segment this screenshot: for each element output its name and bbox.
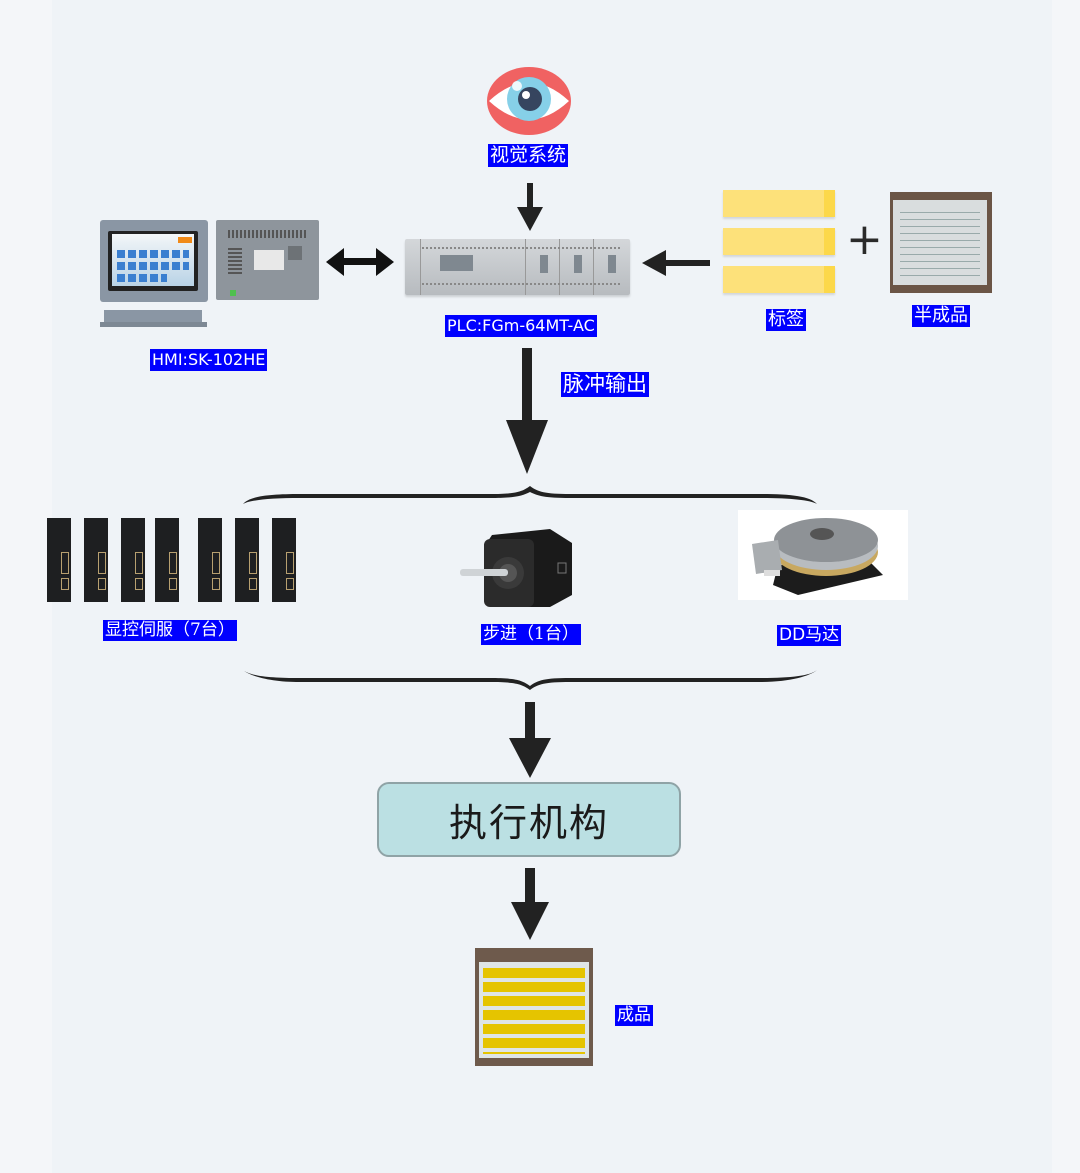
hmi-touchscreen-icon: [100, 220, 208, 302]
servo-drive-icon: [121, 518, 145, 602]
servo-drive-icon: [272, 518, 296, 602]
servo-drive-icon: [84, 518, 108, 602]
product-label: 成品: [615, 1005, 653, 1026]
actuator-label: 执行机构: [448, 801, 609, 845]
bottom-brace: [243, 670, 817, 690]
eye-icon: [487, 67, 571, 135]
servo-drive-icon: [47, 518, 71, 602]
bidirectional-arrow-hmi-plc: [326, 248, 394, 276]
servo-label: 显控伺服（7台）: [103, 620, 237, 641]
plus-icon: +: [846, 214, 883, 265]
arrow-labels-to-plc: [642, 250, 710, 276]
arrow-actuator-to-product: [511, 868, 549, 940]
label-stack-icon: [723, 190, 835, 295]
servo-drive-icon: [198, 518, 222, 602]
plc-label: PLC:FGm-64MT-AC: [445, 315, 597, 337]
labels-label: 标签: [766, 309, 806, 331]
stepper-label: 步进（1台）: [481, 624, 581, 645]
semi-finished-board-icon: [890, 192, 992, 293]
dd-motor-icon: [738, 510, 908, 600]
arrow-vision-to-plc: [517, 183, 543, 231]
servo-drive-icon: [235, 518, 259, 602]
vision-system-label: 视觉系统: [488, 144, 569, 167]
hmi-side-view-icon: [100, 310, 207, 328]
arrow-plc-to-drives: [506, 348, 548, 474]
servo-drive-group: [47, 518, 297, 608]
top-brace: [243, 486, 817, 504]
dd-motor-label: DD马达: [777, 625, 842, 646]
semi-product-label: 半成品: [912, 305, 970, 327]
servo-drive-icon: [155, 518, 179, 602]
stepper-motor-icon: [460, 529, 572, 607]
pulse-output-label: 脉冲输出: [561, 372, 649, 397]
arrow-drives-to-actuator: [509, 702, 551, 778]
finished-board-icon: [475, 948, 593, 1066]
hmi-label: HMI:SK-102HE: [150, 349, 268, 371]
plc-controller-icon: [405, 239, 630, 295]
actuator-box: 执行机构: [377, 782, 681, 857]
hmi-back-panel-icon: [216, 220, 319, 300]
